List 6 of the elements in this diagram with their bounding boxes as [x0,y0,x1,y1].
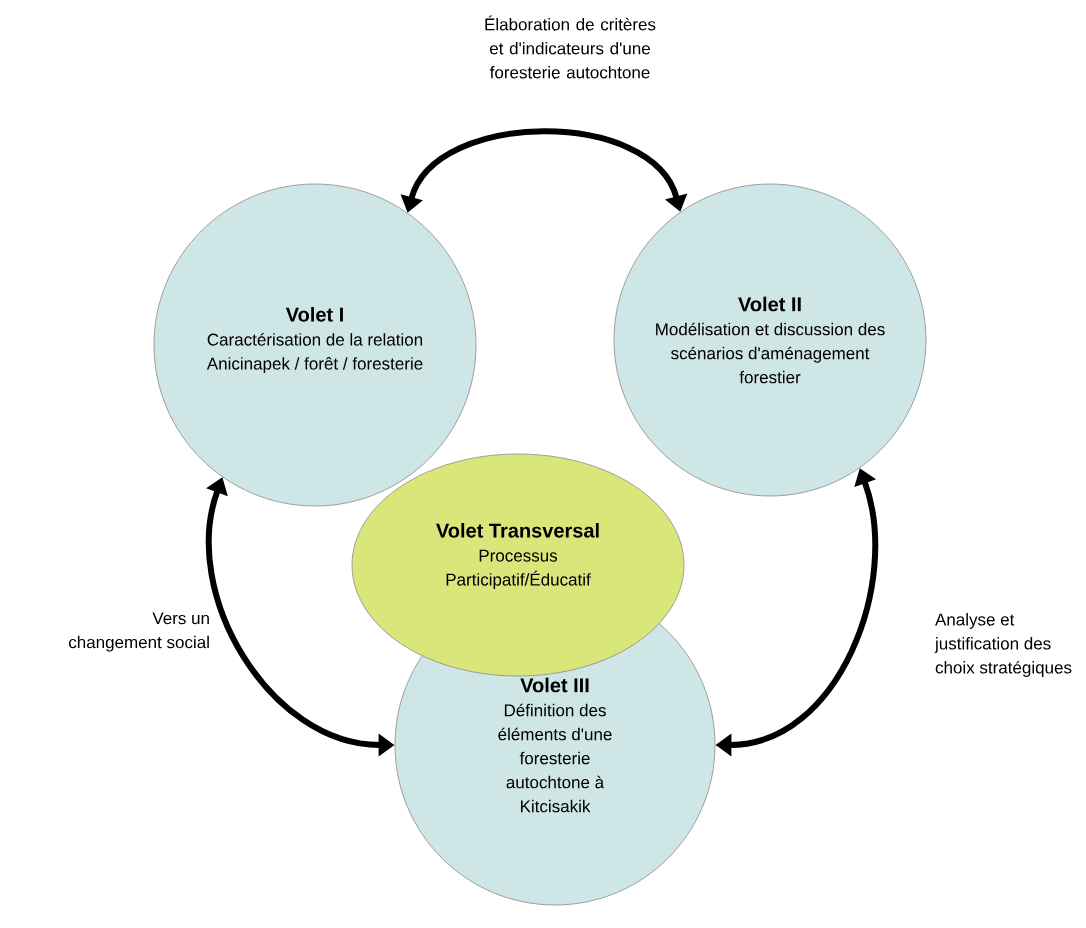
ellipse-node: Volet Transversal Processus Participatif/Éducatif [351,453,685,677]
edge-label: Analyse et justification des choix stratégiques [934,613,1072,677]
edge-label: Vers un changement social [69,612,209,652]
circle-node: Volet II Modélisation et discussion des scénarios d'aménagement forestier [613,183,927,497]
edge-label: Élaboration de critères et d'indicateurs d'une foresterie autochtone [485,15,656,79]
circle-node: Volet I Caractérisation de la relation Anicinapek / forêt / foresterie [153,183,477,507]
